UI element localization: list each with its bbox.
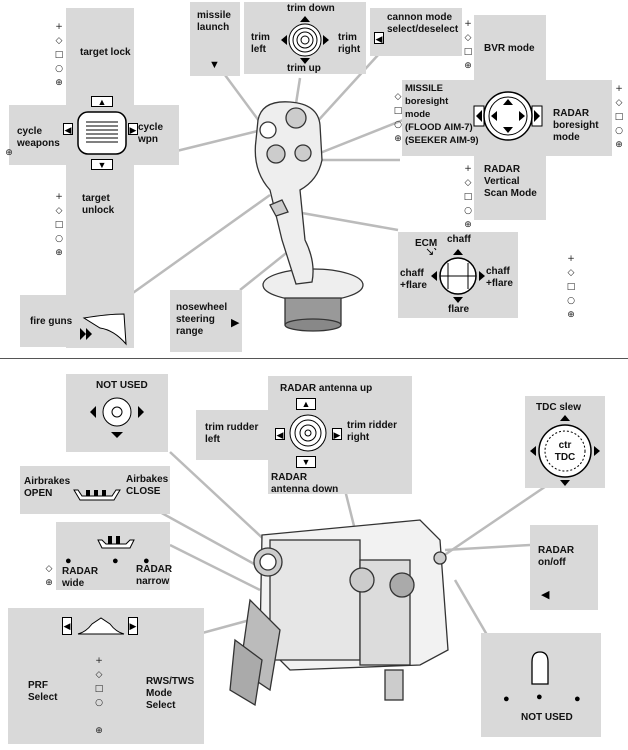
modifier-list-missile: ◇□○⊕ [393,92,403,144]
section-divider [0,358,628,359]
missile-boresight-label: MISSILE boresight mode (FLOOD AIM-7) (SE… [405,83,479,146]
radar-narrow-label: RADAR narrow [136,564,173,587]
modifier-sym-left: ⊕ [5,148,13,158]
antenna-hat-icon [289,414,327,452]
pinky-hat-icon [90,397,144,438]
ecm-label: ECM [415,238,438,249]
cannon-mode-left-icon: ◀ [374,32,384,44]
nosewheel-label: nosewheel steering range [176,302,228,337]
modifier-list-radar-vertical: +◇□○⊕ [463,164,473,230]
airbrake-switch-icon [73,489,121,501]
not-used-bottom-label: NOT USED [521,712,573,723]
radar-onoff-arrow-icon: ◀ [541,589,550,601]
knob-right-dot-icon: ● [574,693,581,705]
chaff-flare-right-label: chaff +flare [486,266,513,289]
rudder-right-icon: ▶ [332,428,342,440]
radar-vertical-label: RADAR Vertical Scan Mode [484,164,537,199]
flare-label: flare [448,304,470,315]
knob-left-dot-icon: ● [503,693,510,705]
not-used-top-label: NOT USED [96,380,148,391]
cannon-mode-label: cannon mode select/deselect [387,12,459,35]
modifier-list-radar-boresight: +◇□○⊕ [614,84,624,150]
radar-mid-dot-icon: ● [112,555,119,567]
radar-wide-dot-icon: ● [65,555,72,567]
cycle-wpn-label: cycle wpn [138,122,164,145]
fire-guns-label: fire guns [30,316,73,327]
chaff-flare-left-label: chaff +flare [400,268,427,291]
modifier-list-right: +◇□○⊕ [566,254,576,320]
radar-antenna-up-label: RADAR antenna up [280,383,373,394]
missile-launch-label: missile launch [197,10,231,33]
airbrakes-close-label: Airbakes CLOSE [126,474,169,497]
hat-right-arrow-icon: ▶ [128,123,138,135]
nosewheel-panel [170,290,242,352]
trim-hat-icon [281,16,329,64]
trim-up-label: trim up [287,63,321,74]
target-unlock-label: target unlock [82,193,115,216]
modifier-list-radar-range: ◇⊕ [45,564,53,588]
rws-tws-label: RWS/TWS Mode Select [146,676,195,711]
radar-narrow-dot-icon: ● [143,555,150,567]
missile-launch-panel [190,2,240,76]
trim-rudder-right-label: trim ridder right [347,420,398,443]
airbrakes-open-label: Airbrakes OPEN [24,476,71,499]
knob-mid-dot-icon: ● [536,691,543,703]
bvr-mode-label: BVR mode [484,43,535,54]
trigger-icon [80,313,127,346]
prf-switch-icon [77,617,125,635]
modifier-list-target-unlock: +◇□○⊕ [54,192,64,258]
modifier-list-target-lock: +◇□○⊕ [54,22,64,88]
nosewheel-arrow-icon: ▶ [231,317,240,329]
radar-range-panel [56,522,170,590]
not-used-bottom-panel [481,633,601,737]
ctr-tdc-label: ctr TDC [554,440,576,463]
countermeasure-hat-icon [431,248,485,303]
ecm-arrow-icon: ↘ [425,246,435,258]
radar-range-switch-icon [97,536,135,549]
rudder-left-icon: ◀ [275,428,285,440]
rotary-knob-icon [531,651,549,685]
missile-launch-arrow-icon: ▼ [209,59,220,71]
hat-up-arrow-icon: ▲ [91,96,113,107]
prf-select-label: PRF Select [28,680,58,703]
modifier-list-bvr: +◇□⊕ [463,19,473,71]
trim-down-label: trim down [287,3,335,14]
trim-left-label: trim left [251,32,270,55]
prf-right-icon: ▶ [128,617,138,635]
trim-right-label: trim right [338,32,361,55]
radar-boresight-label: RADAR boresight mode [553,108,599,143]
tdc-hat-icon [530,415,600,486]
tdc-slew-label: TDC slew [536,402,582,413]
radar-antenna-down-label: RADAR antenna down [271,472,339,495]
cycle-weapons-label: cycle weapons [17,126,60,149]
weapons-hat-icon [77,111,127,155]
radar-onoff-label: RADAR on/off [538,545,575,568]
radar-onoff-panel [530,525,598,610]
modifier-list-prf: +◇□○⊕ [94,656,104,736]
radar-hat-icon [473,91,543,141]
antenna-up-icon: ▲ [296,398,316,410]
hat-left-arrow-icon: ◀ [63,123,73,135]
target-lock-label: target lock [80,47,131,58]
trim-rudder-left-label: trim rudder left [205,422,259,445]
hat-down-arrow-icon: ▼ [91,159,113,170]
radar-wide-label: RADAR wide [62,566,99,589]
weapons-hat-panel [66,8,134,348]
cannon-mode-panel [370,8,462,56]
prf-left-icon: ◀ [62,617,72,635]
chaff-top-label: chaff [447,234,471,245]
antenna-down-icon: ▼ [296,456,316,468]
